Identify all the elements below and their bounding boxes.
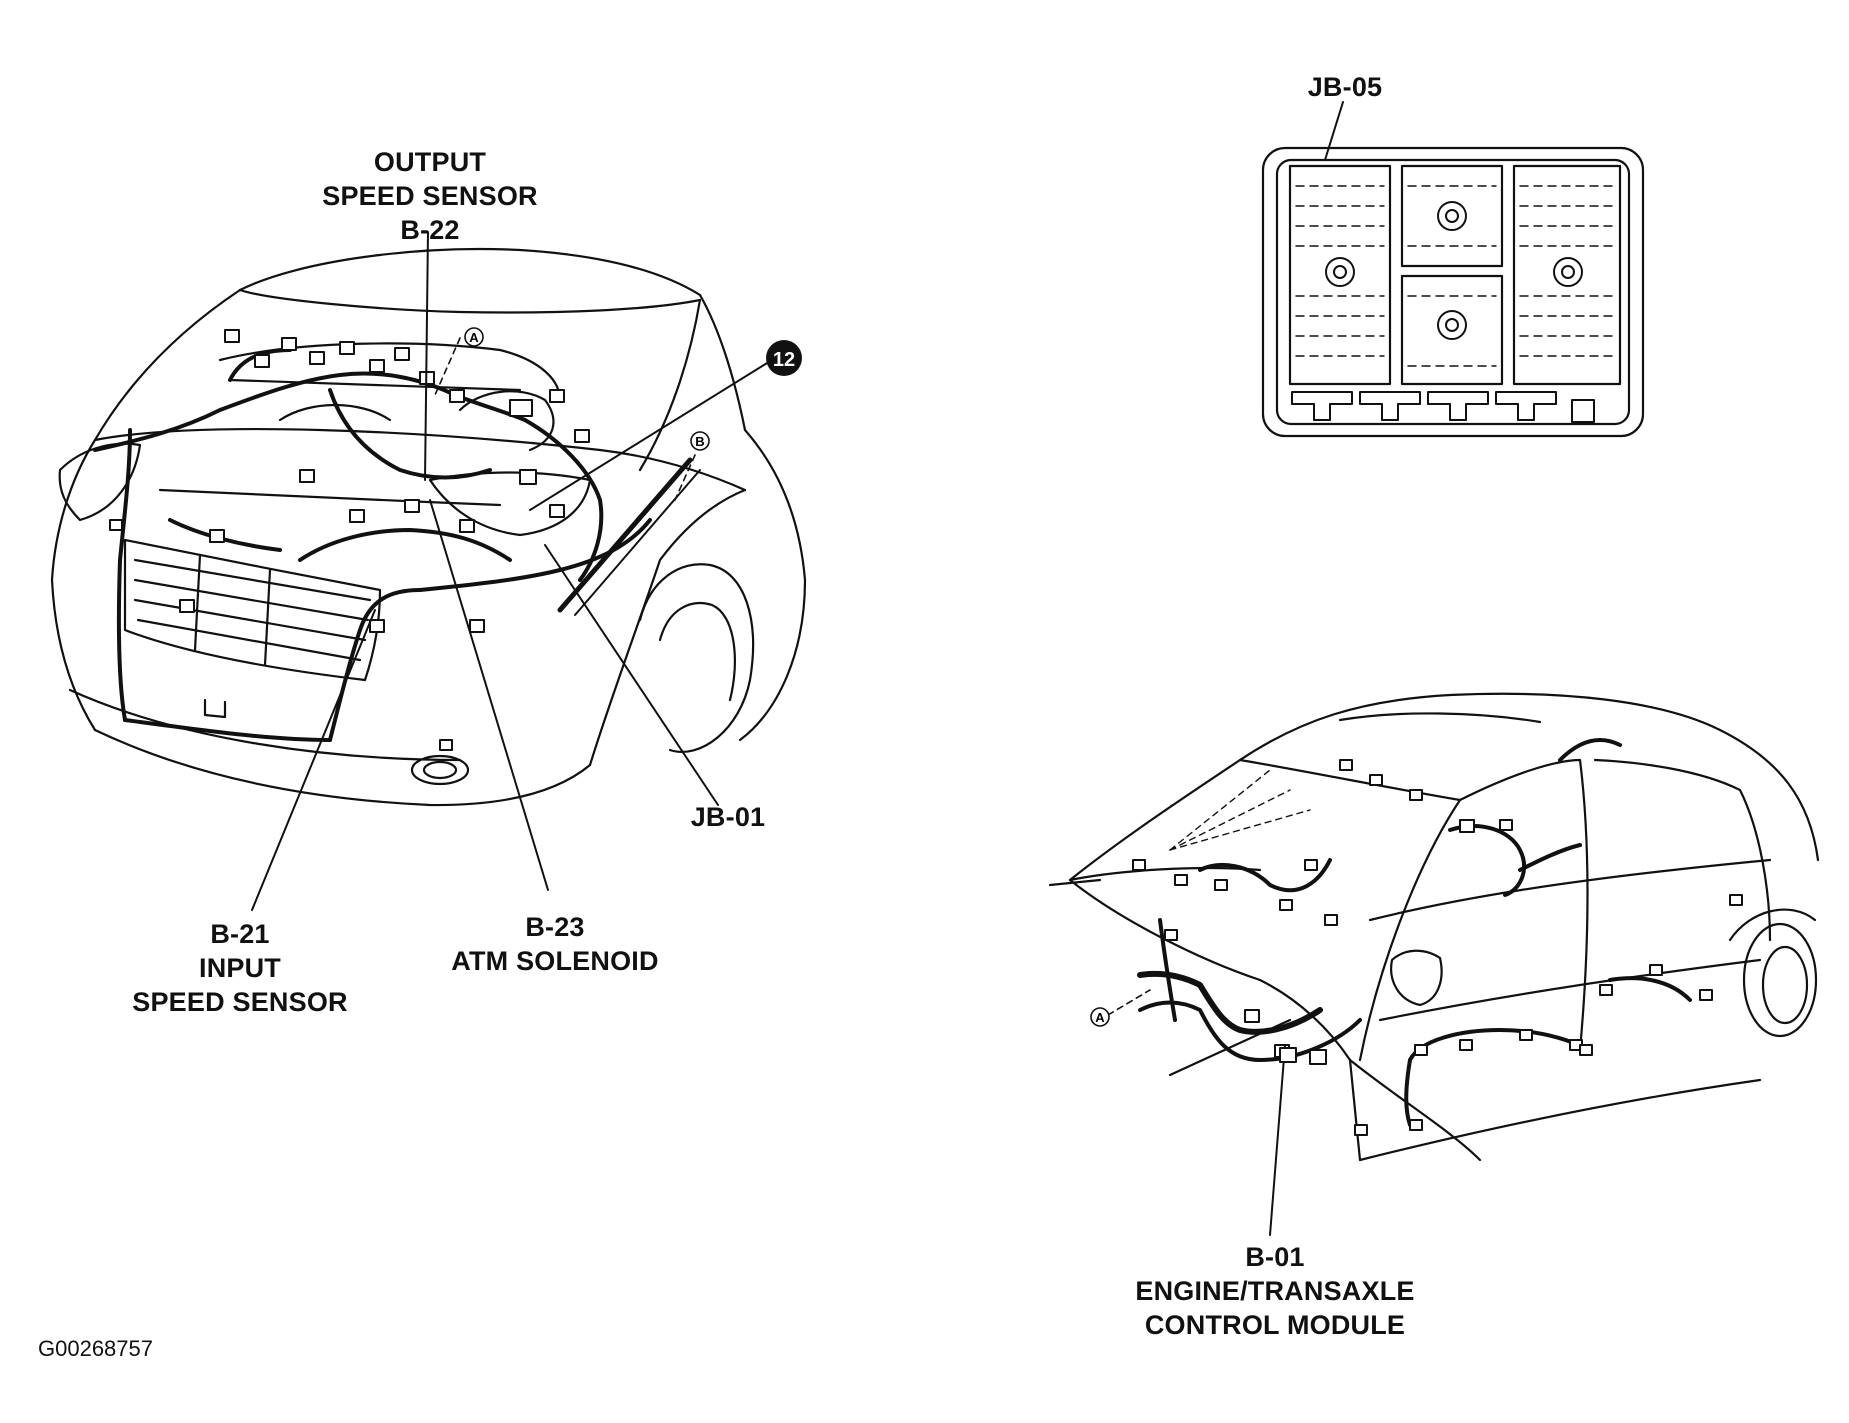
leader-b01 <box>1269 1044 1286 1236</box>
leader-b21 <box>251 609 376 911</box>
ref-line-a-top <box>434 337 461 396</box>
side-car-illustration <box>1048 692 1820 1162</box>
bottom-front-harness <box>1137 970 1323 1035</box>
front-harness <box>93 348 652 742</box>
ref-line-a-bottom <box>1107 989 1151 1016</box>
ref-marker-a-top-text: A <box>469 330 479 345</box>
label-atm-solenoid-line2: ATM SOLENOID <box>451 946 659 976</box>
front-car-illustration <box>50 247 807 807</box>
front-leader-lines <box>251 231 773 911</box>
label-ecm-line3: CONTROL MODULE <box>1144 1310 1406 1340</box>
label-input-speed-sensor-line1: B-21 <box>210 919 270 949</box>
label-output-speed-sensor: OUTPUT SPEED SENSOR B-22 <box>310 145 550 247</box>
ref-marker-a-bottom-text: A <box>1095 1010 1105 1025</box>
ref-marker-a-bottom: A <box>1090 1007 1110 1027</box>
ecm-connector <box>1279 1047 1297 1063</box>
leader-12 <box>529 359 773 511</box>
jb05-junction-box <box>1261 101 1645 438</box>
leader-jb01 <box>544 544 719 806</box>
label-jb05: JB-05 <box>1307 72 1383 102</box>
jb05-block-bottom-mid <box>1400 274 1504 386</box>
side-connectors <box>1132 759 1743 1136</box>
label-output-speed-sensor-line2: SPEED SENSOR <box>322 181 538 211</box>
label-atm-solenoid: B-23 ATM SOLENOID <box>430 910 680 978</box>
label-input-speed-sensor-line2: INPUT <box>199 953 281 983</box>
label-ecm: B-01 ENGINE/TRANSAXLE CONTROL MODULE <box>1120 1240 1430 1342</box>
callout-12: 12 <box>766 340 802 376</box>
leader-b23 <box>429 499 549 891</box>
ref-marker-b-top-text: B <box>695 434 704 449</box>
side-harness <box>1138 738 1692 1127</box>
callout-12-text: 12 <box>773 349 795 371</box>
ref-marker-b-top: B <box>690 431 710 451</box>
jb05-block-left <box>1288 164 1392 386</box>
label-output-speed-sensor-line3: B-22 <box>400 215 460 245</box>
label-ecm-line2: ENGINE/TRANSAXLE <box>1135 1276 1415 1306</box>
label-output-speed-sensor-line1: OUTPUT <box>373 147 487 177</box>
leader-b22 <box>424 231 429 481</box>
figure-code: G00268757 <box>38 1336 153 1361</box>
ref-marker-a-top: A <box>464 327 484 347</box>
label-input-speed-sensor: B-21 INPUT SPEED SENSOR <box>110 917 370 1019</box>
label-input-speed-sensor-line3: SPEED SENSOR <box>132 987 348 1017</box>
label-atm-solenoid-line1: B-23 <box>525 912 585 942</box>
jb05-block-top-mid <box>1400 164 1504 268</box>
front-connectors <box>109 329 590 751</box>
jb05-block-right <box>1512 164 1622 386</box>
label-jb01: JB-01 <box>690 802 766 832</box>
label-ecm-line1: B-01 <box>1245 1242 1305 1272</box>
leader-jb05 <box>1324 101 1344 161</box>
ref-line-b-top <box>674 454 696 501</box>
